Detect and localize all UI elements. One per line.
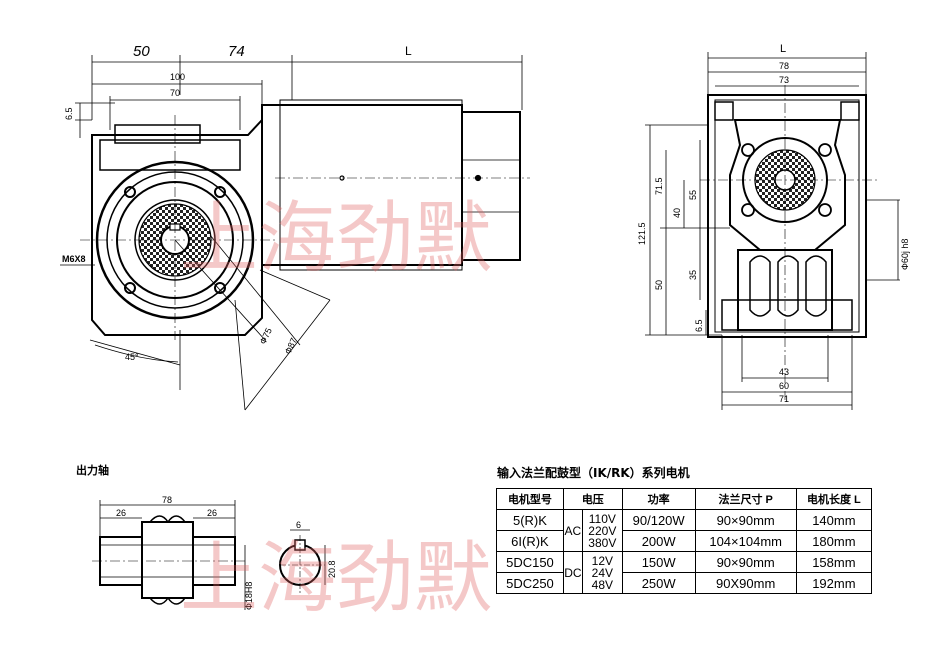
dim-121-5: 121.5 [637, 222, 647, 245]
table-row: 6I(R)K 200W 104×104mm 180mm [496, 530, 873, 552]
spec-table: 电机型号 电压 功率 法兰尺寸 P 电机长度 L 5(R)K AC 110V 2… [496, 488, 873, 594]
cell-model: 6I(R)K [496, 530, 564, 552]
ac-v1: 110V [588, 511, 616, 526]
shaft-dim-78: 78 [162, 495, 172, 505]
dim-70: 70 [170, 88, 180, 98]
header-length: 电机长度 L [795, 488, 873, 510]
front-view [60, 55, 530, 411]
shaft-title: 出力轴 [76, 463, 109, 477]
cell-flange: 90X90mm [694, 572, 797, 594]
dim-m6x8: M6X8 [62, 254, 86, 264]
header-voltage: 电压 [562, 488, 623, 510]
dim-phi75: Ф75 [258, 326, 274, 346]
header-flange: 法兰尺寸 P [694, 488, 797, 510]
header-model: 电机型号 [496, 488, 564, 510]
dim-71-5: 71.5 [654, 177, 664, 195]
watermark-top: 上海劲默 [180, 194, 492, 284]
table-header-row: 电机型号 电压 功率 法兰尺寸 P 电机长度 L [496, 488, 873, 510]
header-power: 功率 [621, 488, 696, 510]
cell-length: 140mm [795, 509, 873, 531]
dim-74: 74 [228, 43, 245, 60]
cell-dc-voltages: 12V 24V 48V [581, 551, 623, 594]
dim-71: 71 [779, 394, 789, 404]
table-row: 5(R)K AC 110V 220V 380V 90/120W 90×90mm … [496, 509, 873, 552]
dim-40: 40 [672, 208, 682, 218]
cell-model: 5DC250 [496, 572, 564, 594]
cell-power: 150W [621, 551, 696, 573]
dc-v3: 48V [591, 577, 613, 592]
cell-dc: DC [562, 551, 583, 594]
cell-length: 180mm [795, 530, 873, 552]
cell-power: 250W [621, 572, 696, 594]
cell-length: 158mm [795, 551, 873, 573]
dim-6-5-right: 6.5 [694, 319, 704, 332]
cell-flange: 90×90mm [694, 551, 797, 573]
dim-55: 55 [688, 190, 698, 200]
cell-model: 5DC150 [496, 551, 564, 573]
side-view [645, 52, 900, 410]
cell-power: 90/120W [621, 509, 696, 531]
cell-ac-voltages: 110V 220V 380V [581, 509, 623, 552]
shaft-dim-phi18: Ф18H8 [244, 582, 254, 610]
dim-50-right: 50 [654, 280, 664, 290]
table-row: 5DC250 250W 90X90mm 192mm [496, 572, 873, 594]
table-title: 输入法兰配鼓型（IK/RK）系列电机 [497, 466, 690, 480]
dim-60: 60 [779, 381, 789, 391]
shaft-dim-26b: 26 [207, 508, 217, 518]
table-row: 5DC150 DC 12V 24V 48V 150W 90×90mm 158mm [496, 551, 873, 594]
cell-model: 5(R)K [496, 509, 564, 531]
dim-73: 73 [779, 75, 789, 85]
dim-45deg: 45° [125, 352, 139, 362]
dim-L-right: L [780, 43, 786, 55]
ac-v2: 220V [588, 523, 617, 538]
dim-50: 50 [133, 43, 150, 60]
dc-v2: 24V [591, 565, 613, 580]
ac-v3: 380V [588, 535, 617, 550]
dc-v1: 12V [591, 553, 613, 568]
cell-ac: AC [562, 509, 583, 552]
shaft-dim-6: 6 [296, 520, 301, 530]
shaft-view [92, 500, 326, 610]
dim-phi-shaft: Ф60j h8 [900, 239, 910, 270]
dim-L-top: L [405, 44, 412, 58]
shaft-dim-20-8: 20.8 [327, 560, 337, 578]
dim-100: 100 [170, 72, 185, 82]
dim-78: 78 [779, 61, 789, 71]
cell-power: 200W [621, 530, 696, 552]
dim-35: 35 [688, 270, 698, 280]
cell-length: 192mm [795, 572, 873, 594]
dim-6-5-left: 6.5 [64, 107, 74, 120]
watermark-bottom: 上海劲默 [180, 534, 492, 624]
cell-flange: 90×90mm [694, 509, 797, 531]
dim-43: 43 [779, 367, 789, 377]
cell-flange: 104×104mm [694, 530, 797, 552]
shaft-dim-26a: 26 [116, 508, 126, 518]
dim-phi87: Ф87 [283, 336, 299, 356]
